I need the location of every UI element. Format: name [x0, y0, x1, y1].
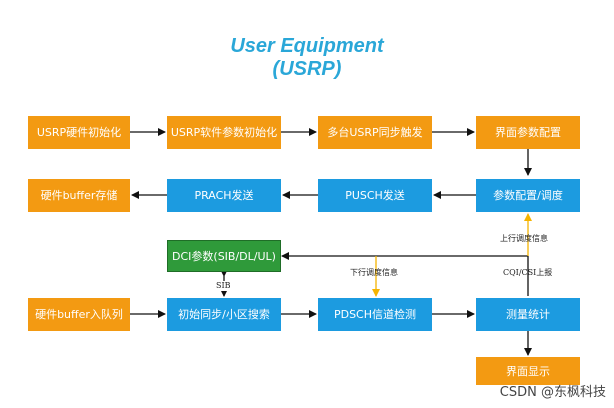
node-ui-param-config: 界面参数配置: [476, 116, 580, 149]
node-param-config-schedule: 参数配置/调度: [476, 179, 580, 212]
node-multi-usrp-sync: 多台USRP同步触发: [318, 116, 432, 149]
diagram-title: User Equipment: [230, 35, 384, 57]
label-cqi-csi-report: CQI/CSI上报: [503, 268, 553, 277]
node-pdsch-detect: PDSCH信道检测: [318, 298, 432, 331]
diagram-subtitle: (USRP): [272, 58, 342, 80]
node-pusch-send: PUSCH发送: [318, 179, 432, 212]
watermark: CSDN @东枫科技: [499, 385, 606, 400]
node-usrp-hw-init: USRP硬件初始化: [28, 116, 130, 149]
label-downlink-schedule-info: 下行调度信息: [350, 268, 398, 277]
node-dci-params: DCI参数(SIB/DL/UL): [167, 240, 281, 272]
node-hw-buffer-store: 硬件buffer存储: [28, 179, 130, 212]
node-prach-send: PRACH发送: [167, 179, 281, 212]
node-initial-sync-cell-search: 初始同步/小区搜索: [167, 298, 281, 331]
label-uplink-schedule-info: 上行调度信息: [500, 234, 548, 243]
node-usrp-sw-param-init: USRP软件参数初始化: [167, 116, 281, 149]
node-measurement-stats: 测量统计: [476, 298, 580, 331]
label-sib: SIB: [216, 281, 231, 291]
node-ui-display: 界面显示: [476, 357, 580, 385]
node-hw-buffer-enqueue: 硬件buffer入队列: [28, 298, 130, 331]
